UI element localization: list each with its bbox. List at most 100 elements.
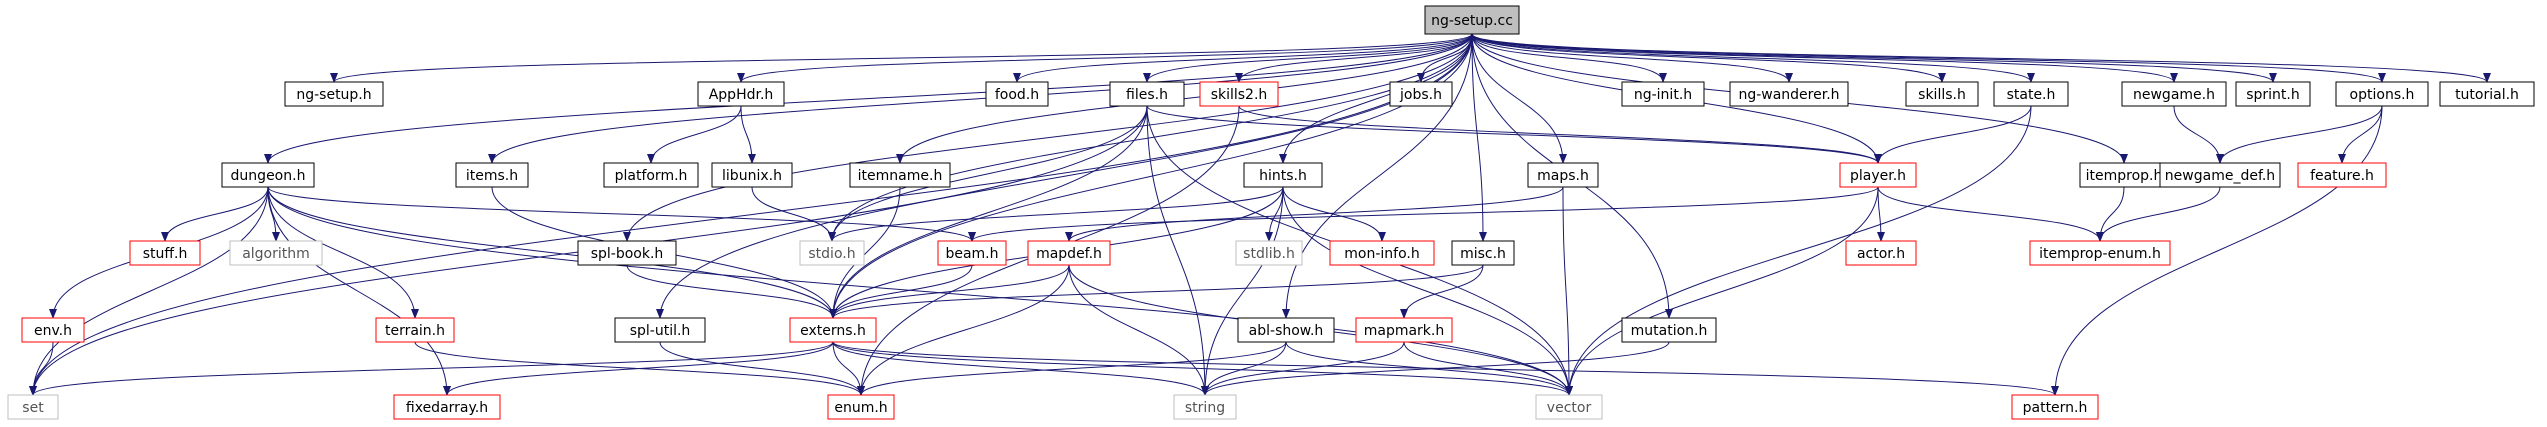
node-items-h[interactable]: items.h xyxy=(455,162,529,188)
node-box xyxy=(2297,162,2387,188)
node-misc-h[interactable]: misc.h xyxy=(1451,240,1515,266)
edge-options-h-to-feature-h xyxy=(2338,105,2383,164)
edge-ng-setup-cc-to-tutorial-h xyxy=(1471,33,2491,83)
node-label: items.h xyxy=(466,168,518,184)
node-platform-h[interactable]: platform.h xyxy=(603,162,699,188)
edge-files-h-to-string xyxy=(1146,105,1209,396)
node-box xyxy=(1329,240,1435,266)
node-box xyxy=(1389,81,1453,107)
nodes-layer: ng-setup.cc dungeon.h ng-setup.h items.h spl… xyxy=(7,5,2535,420)
node-itemprop-enum-h[interactable]: itemprop-enum.h xyxy=(2029,240,2171,266)
node-box xyxy=(284,81,384,107)
node-ng-setup-cc[interactable]: ng-setup.cc xyxy=(1424,5,1520,35)
node-food-h[interactable]: food.h xyxy=(985,81,1049,107)
edge-ng-setup-cc-to-food-h xyxy=(1013,33,1473,83)
node-sprint-h[interactable]: sprint.h xyxy=(2235,81,2311,107)
node-fixedarray-h[interactable]: fixedarray.h xyxy=(393,394,501,420)
node-dungeon-h[interactable]: dungeon.h xyxy=(221,162,315,188)
node-box xyxy=(799,240,865,266)
node-files-h[interactable]: files.h xyxy=(1109,81,1185,107)
node-skills-h[interactable]: skills.h xyxy=(1905,81,1979,107)
node-box xyxy=(21,317,85,343)
node-ng-init-h[interactable]: ng-init.h xyxy=(1621,81,1705,107)
node-state-h[interactable]: state.h xyxy=(1993,81,2069,107)
node-itemprop-h[interactable]: itemprop.h xyxy=(2079,162,2169,188)
node-label: actor.h xyxy=(1857,246,1905,262)
node-feature-h[interactable]: feature.h xyxy=(2297,162,2387,188)
node-box xyxy=(7,394,59,420)
node-newgame-h[interactable]: newgame.h xyxy=(2121,81,2227,107)
node-box xyxy=(455,162,529,188)
node-box xyxy=(603,162,699,188)
node-box xyxy=(1527,162,1599,188)
edge-state-h-to-player-h xyxy=(1874,105,2032,164)
edge-player-h-to-beam-h xyxy=(968,186,1879,242)
edge-mapmark-h-to-vector xyxy=(1403,341,1573,396)
edge-ng-setup-cc-to-ng-setup-h xyxy=(330,33,1473,83)
node-jobs-h[interactable]: jobs.h xyxy=(1389,81,1453,107)
node-player-h[interactable]: player.h xyxy=(1839,162,1917,188)
node-label: AppHdr.h xyxy=(709,87,774,103)
node-spl-util-h[interactable]: spl-util.h xyxy=(614,317,706,343)
node-ng-wanderer-h[interactable]: ng-wanderer.h xyxy=(1729,81,1849,107)
node-label: skills2.h xyxy=(1211,87,1268,103)
node-maps-h[interactable]: maps.h xyxy=(1527,162,1599,188)
node-tutorial-h[interactable]: tutorial.h xyxy=(2439,81,2535,107)
node-enum-h[interactable]: enum.h xyxy=(827,394,895,420)
edge-ng-setup-cc-to-sprint-h xyxy=(1471,33,2277,83)
edge-ng-setup-cc-to-newgame-h xyxy=(1471,33,2178,83)
node-mutation-h[interactable]: mutation.h xyxy=(1621,317,1717,343)
node-ng-setup-h[interactable]: ng-setup.h xyxy=(284,81,384,107)
node-hints-h[interactable]: hints.h xyxy=(1243,162,1323,188)
node-box xyxy=(1621,317,1717,343)
node-label: misc.h xyxy=(1460,246,1506,262)
node-options-h[interactable]: options.h xyxy=(2335,81,2429,107)
node-string[interactable]: string xyxy=(1173,394,1237,420)
node-set[interactable]: set xyxy=(7,394,59,420)
node-mapmark-h[interactable]: mapmark.h xyxy=(1355,317,1453,343)
node-box xyxy=(1993,81,2069,107)
node-box xyxy=(1729,81,1849,107)
node-skills2-h[interactable]: skills2.h xyxy=(1199,81,1279,107)
node-externs-h[interactable]: externs.h xyxy=(789,317,877,343)
node-label: newgame_def.h xyxy=(2165,168,2275,184)
node-newgame-def-h[interactable]: newgame_def.h xyxy=(2159,162,2281,188)
node-box xyxy=(1905,81,1979,107)
edge-spl-book-h-to-externs-h xyxy=(626,264,837,319)
edge-maps-h-to-mapdef-h xyxy=(1065,186,1564,242)
node-box xyxy=(1109,81,1185,107)
node-env-h[interactable]: env.h xyxy=(21,317,85,343)
node-label: stdlib.h xyxy=(1243,246,1295,262)
node-label: tutorial.h xyxy=(2455,87,2519,103)
node-libunix-h[interactable]: libunix.h xyxy=(711,162,793,188)
node-apphdr-h[interactable]: AppHdr.h xyxy=(697,81,785,107)
node-stdlib-h[interactable]: stdlib.h xyxy=(1235,240,1303,266)
node-abl-show-h[interactable]: abl-show.h xyxy=(1237,317,1335,343)
node-spl-book-h[interactable]: spl-book.h xyxy=(577,240,677,266)
edge-dungeon-h-to-beam-h xyxy=(267,186,976,242)
node-beam-h[interactable]: beam.h xyxy=(937,240,1007,266)
node-stdio-h[interactable]: stdio.h xyxy=(799,240,865,266)
node-terrain-h[interactable]: terrain.h xyxy=(375,317,455,343)
node-box xyxy=(229,240,323,266)
node-stuff-h[interactable]: stuff.h xyxy=(129,240,201,266)
node-mapdef-h[interactable]: mapdef.h xyxy=(1027,240,1111,266)
node-vector[interactable]: vector xyxy=(1535,394,1603,420)
edge-hints-h-to-vector xyxy=(1282,186,1573,396)
edge-ng-setup-cc-to-itemname-h xyxy=(896,33,1473,164)
node-actor-h[interactable]: actor.h xyxy=(1845,240,1917,266)
node-box xyxy=(1355,317,1453,343)
edge-hints-h-to-mon-info-h xyxy=(1282,186,1386,242)
edge-abl-show-h-to-enum-h xyxy=(857,341,1287,396)
node-label: beam.h xyxy=(945,246,998,262)
node-mon-info-h[interactable]: mon-info.h xyxy=(1329,240,1435,266)
edge-ng-setup-cc-to-maps-h xyxy=(1471,33,1567,164)
node-label: env.h xyxy=(34,323,72,339)
edge-dungeon-h-to-externs-h xyxy=(267,186,837,319)
node-pattern-h[interactable]: pattern.h xyxy=(2011,394,2099,420)
edge-state-h-to-vector xyxy=(1565,105,2032,396)
node-algorithm[interactable]: algorithm xyxy=(229,240,323,266)
node-box xyxy=(1424,5,1520,35)
node-itemname-h[interactable]: itemname.h xyxy=(849,162,951,188)
node-label: feature.h xyxy=(2310,168,2374,184)
